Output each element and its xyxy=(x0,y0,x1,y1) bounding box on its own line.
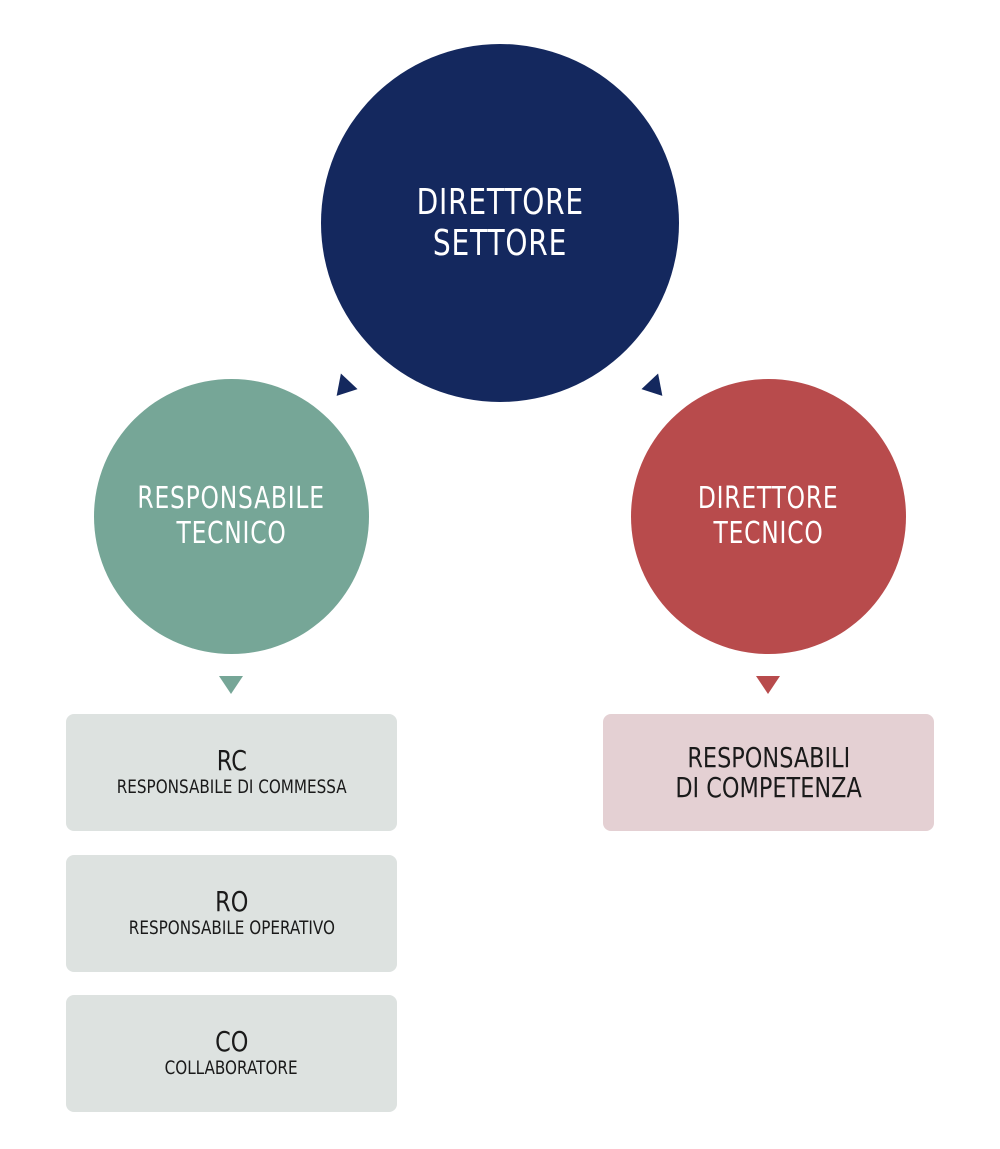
node-label-line1: DIRETTORE xyxy=(698,481,839,516)
node-label-line2: SETTORE xyxy=(432,223,568,264)
node-responsabile-tecnico: RESPONSABILE TECNICO xyxy=(94,379,369,654)
arrow-down-red-icon xyxy=(756,676,780,694)
node-direttore-settore: DIRETTORE SETTORE xyxy=(321,44,679,402)
node-label-line1: RESPONSABILE xyxy=(137,481,326,516)
node-direttore-tecnico: DIRETTORE TECNICO xyxy=(631,379,906,654)
role-box-co: CO COLLABORATORE xyxy=(66,995,397,1112)
node-label-line2: TECNICO xyxy=(176,515,287,551)
role-abbr: RC xyxy=(216,744,247,778)
role-abbr: RO xyxy=(214,885,249,919)
arrow-to-responsabile-tecnico-icon xyxy=(330,370,358,396)
role-box-rc: RC RESPONSABILE DI COMMESSA xyxy=(66,714,397,831)
role-name: RESPONSABILE DI COMMESSA xyxy=(116,775,347,798)
arrow-down-teal-icon xyxy=(219,676,243,694)
arrow-to-direttore-tecnico-icon xyxy=(641,370,669,396)
competenza-line1: RESPONSABILI xyxy=(687,741,850,775)
role-box-ro: RO RESPONSABILE OPERATIVO xyxy=(66,855,397,972)
node-label-line2: TECNICO xyxy=(713,515,824,551)
node-label-line1: DIRETTORE xyxy=(416,181,584,223)
competenza-line2: DI COMPETENZA xyxy=(675,770,862,804)
role-name: RESPONSABILE OPERATIVO xyxy=(128,916,335,939)
role-name: COLLABORATORE xyxy=(165,1056,298,1079)
role-box-responsabili-competenza: RESPONSABILI DI COMPETENZA xyxy=(603,714,934,831)
role-abbr: CO xyxy=(214,1025,249,1059)
